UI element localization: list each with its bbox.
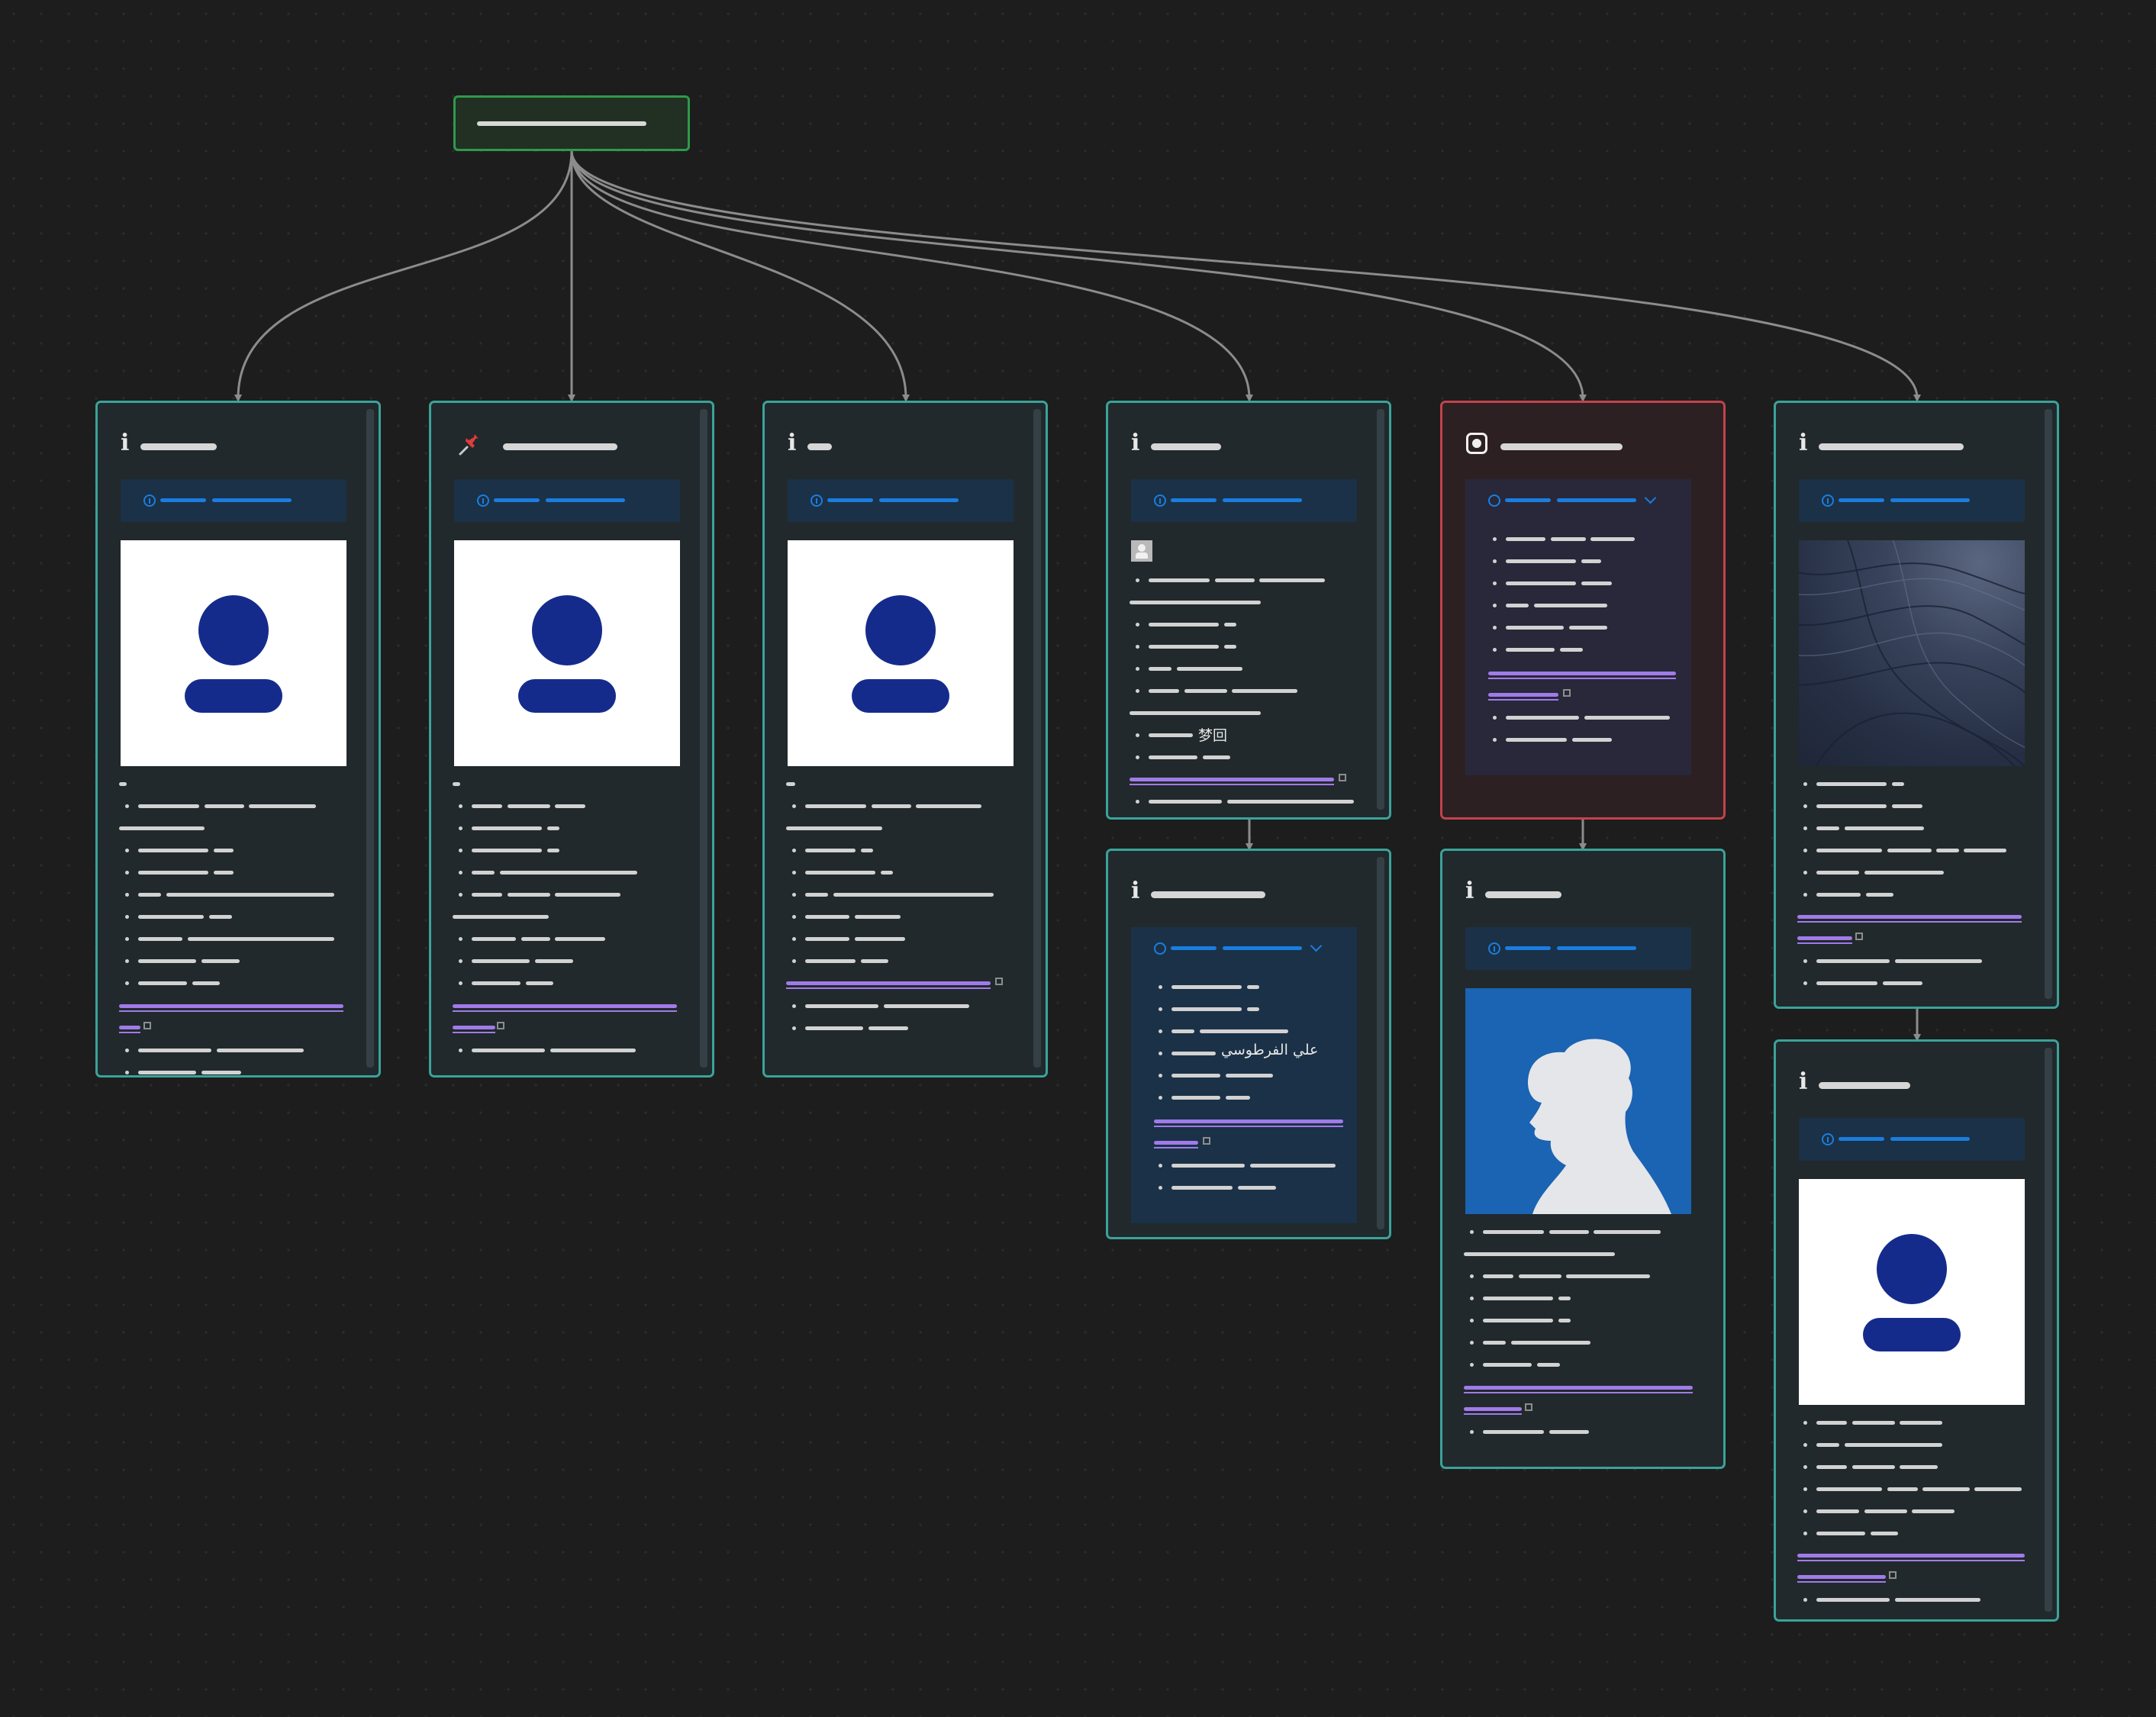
default-avatar-image bbox=[788, 540, 1014, 766]
dark-texture-photo bbox=[1799, 540, 2025, 766]
nested-info-panel[interactable]: علي الفرطوسي bbox=[1131, 927, 1357, 1223]
info-banner[interactable] bbox=[454, 479, 680, 522]
scrollbar[interactable] bbox=[1033, 409, 1041, 1068]
node-card-5b[interactable]: i bbox=[1440, 849, 1726, 1469]
node-card-4b[interactable]: i علي الفرطوسي bbox=[1106, 849, 1391, 1239]
node-card-3[interactable]: i bbox=[762, 401, 1048, 1078]
node-title bbox=[1500, 443, 1623, 450]
info-banner[interactable] bbox=[1465, 927, 1691, 970]
pin-icon bbox=[459, 434, 479, 456]
external-link-icon[interactable] bbox=[995, 978, 1003, 985]
edge-root-n3 bbox=[570, 150, 910, 402]
scrollbar[interactable] bbox=[1377, 409, 1384, 810]
node-title bbox=[140, 443, 217, 450]
info-icon: i bbox=[1799, 1068, 1808, 1095]
info-circle-icon bbox=[143, 494, 156, 507]
info-circle-icon bbox=[811, 494, 823, 507]
node-card-6b[interactable]: i bbox=[1774, 1039, 2059, 1622]
node-card-5-error[interactable] bbox=[1440, 401, 1726, 820]
info-icon: i bbox=[121, 430, 130, 456]
info-circle-icon bbox=[477, 494, 489, 507]
default-avatar-image bbox=[454, 540, 680, 766]
info-icon: i bbox=[1799, 430, 1808, 456]
info-icon: i bbox=[788, 430, 797, 456]
info-icon: i bbox=[1131, 878, 1140, 904]
avatar-thumbnail bbox=[1131, 540, 1152, 562]
info-banner[interactable] bbox=[1799, 479, 2025, 522]
info-circle-icon bbox=[1822, 1133, 1834, 1145]
external-link-icon[interactable] bbox=[1525, 1403, 1532, 1411]
external-link-icon[interactable] bbox=[1203, 1137, 1210, 1145]
node-title bbox=[1485, 891, 1561, 898]
scrollbar[interactable] bbox=[2045, 409, 2052, 999]
info-circle-icon bbox=[1154, 942, 1166, 955]
info-circle-icon bbox=[1154, 494, 1166, 507]
root-node-title bbox=[477, 121, 646, 126]
default-avatar-image bbox=[1799, 1179, 2025, 1405]
external-link-icon[interactable] bbox=[1855, 933, 1863, 940]
info-circle-icon bbox=[1822, 494, 1834, 507]
info-banner[interactable] bbox=[1799, 1118, 2025, 1161]
node-card-6[interactable]: i bbox=[1774, 401, 2059, 1009]
scrollbar[interactable] bbox=[1377, 857, 1384, 1229]
node-card-1[interactable]: i bbox=[95, 401, 381, 1078]
node-title bbox=[807, 443, 832, 450]
node-card-2[interactable] bbox=[429, 401, 714, 1078]
root-node[interactable] bbox=[453, 95, 690, 151]
node-title bbox=[1819, 443, 1964, 450]
edge-root-n6 bbox=[570, 150, 1921, 402]
info-icon: i bbox=[1465, 878, 1474, 904]
info-banner[interactable] bbox=[1131, 479, 1357, 522]
info-banner[interactable] bbox=[788, 479, 1014, 522]
external-link-icon[interactable] bbox=[497, 1022, 504, 1029]
external-link-icon[interactable] bbox=[1563, 689, 1571, 697]
person-silhouette-image bbox=[1465, 988, 1691, 1214]
scrollbar[interactable] bbox=[700, 409, 707, 1068]
chinese-text: 梦回 bbox=[1198, 727, 1228, 744]
info-icon: i bbox=[1131, 430, 1140, 456]
info-circle-icon bbox=[1488, 942, 1500, 955]
edge-root-n1 bbox=[234, 150, 573, 402]
external-link-icon[interactable] bbox=[143, 1022, 151, 1029]
external-link-icon[interactable] bbox=[1339, 774, 1346, 781]
node-title bbox=[1151, 443, 1221, 450]
node-title bbox=[503, 443, 617, 450]
nested-info-panel[interactable] bbox=[1465, 479, 1691, 775]
node-title bbox=[1819, 1082, 1910, 1089]
info-banner[interactable] bbox=[121, 479, 346, 522]
node-title bbox=[1151, 891, 1265, 898]
scrollbar[interactable] bbox=[2045, 1048, 2052, 1612]
edge-root-n4 bbox=[570, 150, 1253, 402]
record-icon bbox=[1466, 433, 1487, 454]
chevron-down-icon[interactable] bbox=[1310, 939, 1323, 952]
edge-root-n5 bbox=[570, 150, 1587, 402]
info-circle-icon bbox=[1488, 494, 1500, 507]
chevron-down-icon[interactable] bbox=[1644, 491, 1657, 504]
scrollbar[interactable] bbox=[366, 409, 374, 1068]
node-card-4[interactable]: i 梦回 bbox=[1106, 401, 1391, 820]
external-link-icon[interactable] bbox=[1889, 1571, 1897, 1579]
arabic-text: علي الفرطوسي bbox=[1221, 1042, 1319, 1058]
default-avatar-image bbox=[121, 540, 346, 766]
